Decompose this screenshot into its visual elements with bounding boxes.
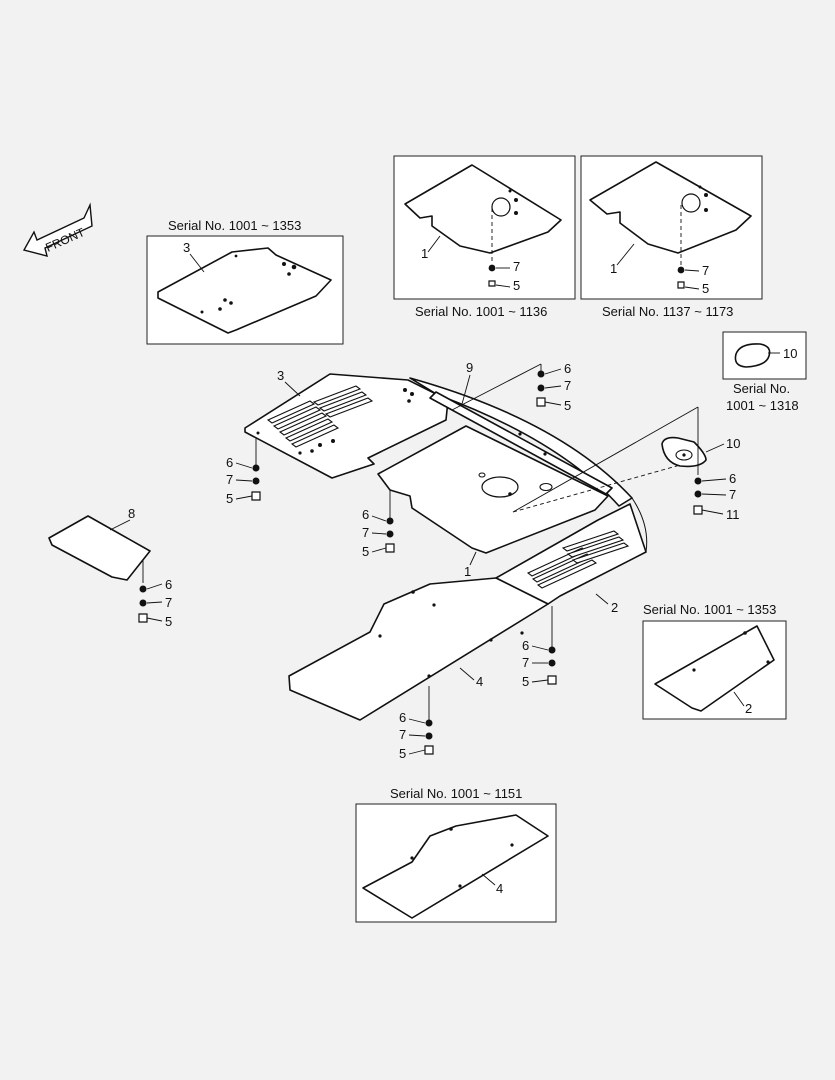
inset-1b-label-5: 5 <box>702 281 709 296</box>
inset-10-caption-1: Serial No. <box>733 381 790 396</box>
label-7-b: 7 <box>362 525 369 540</box>
inset-1b-plate <box>589 161 752 254</box>
label-6-e: 6 <box>165 577 172 592</box>
label-6-g: 6 <box>399 710 406 725</box>
inset-2-label: 2 <box>745 701 752 716</box>
label-5-g: 5 <box>399 746 406 761</box>
inset-1a-label-7: 7 <box>513 259 520 274</box>
label-5-c: 5 <box>564 398 571 413</box>
label-11: 11 <box>726 507 740 522</box>
label-6-f: 6 <box>522 638 529 653</box>
label-7-e: 7 <box>165 595 172 610</box>
label-7-f: 7 <box>522 655 529 670</box>
label-7-a: 7 <box>226 472 233 487</box>
label-7-c: 7 <box>564 378 571 393</box>
label-5-a: 5 <box>226 491 233 506</box>
inset-4-label: 4 <box>496 881 503 896</box>
part-3-louvers <box>266 385 374 448</box>
front-arrow: FRONT <box>22 202 93 257</box>
inset-part-1b: 1 7 5 Serial No. 1137 ~ 1173 <box>580 155 763 319</box>
part-2-louvers <box>526 530 630 589</box>
inset-2-caption: Serial No. 1001 ~ 1353 <box>643 602 776 617</box>
inset-part-4: Serial No. 1001 ~ 1151 4 <box>355 786 557 923</box>
inset-2-plate <box>654 625 775 712</box>
inset-4-caption: Serial No. 1001 ~ 1151 <box>390 786 522 801</box>
inset-1b-caption: Serial No. 1137 ~ 1173 <box>602 304 733 319</box>
inset-4-plate <box>362 814 549 919</box>
label-6-d: 6 <box>729 471 736 486</box>
inset-3-label: 3 <box>183 240 190 255</box>
inset-1b-label-1: 1 <box>610 261 617 276</box>
part-8-plate <box>48 515 151 581</box>
label-10-main: 10 <box>726 436 740 451</box>
part-9-strip <box>429 391 613 495</box>
label-5-e: 5 <box>165 614 172 629</box>
part-3-plate <box>244 373 449 479</box>
hardware-stacks <box>138 370 703 755</box>
label-1-main: 1 <box>464 564 471 579</box>
part-4-plate <box>288 577 549 721</box>
label-9: 9 <box>466 360 473 375</box>
label-2-main: 2 <box>611 600 618 615</box>
inset-1a-caption: Serial No. 1001 ~ 1136 <box>415 304 547 319</box>
inset-10-caption-2: 1001 ~ 1318 <box>726 398 799 413</box>
label-5-b: 5 <box>362 544 369 559</box>
part-8-label: 8 <box>128 506 135 521</box>
label-3-main: 3 <box>277 368 284 383</box>
main-assembly <box>244 363 707 721</box>
inset-10-plate <box>734 343 771 368</box>
inset-1a-label-5: 5 <box>513 278 520 293</box>
inset-part-10: 10 Serial No. 1001 ~ 1318 <box>722 331 807 413</box>
inset-1b-label-7: 7 <box>702 263 709 278</box>
label-6-b: 6 <box>362 507 369 522</box>
label-6-a: 6 <box>226 455 233 470</box>
label-5-f: 5 <box>522 674 529 689</box>
inset-part-3: Serial No. 1001 ~ 1353 3 <box>146 218 344 345</box>
inset-10-label: 10 <box>783 346 797 361</box>
label-6-c: 6 <box>564 361 571 376</box>
main-labels: 3 9 1 2 4 10 6 7 5 6 7 5 6 7 5 6 <box>146 360 740 761</box>
label-4-main: 4 <box>476 674 483 689</box>
label-7-d: 7 <box>729 487 736 502</box>
inset-part-1a: 1 7 5 Serial No. 1001 ~ 1136 <box>393 155 576 319</box>
inset-3-caption: Serial No. 1001 ~ 1353 <box>168 218 301 233</box>
part-8-group: 8 <box>48 506 151 583</box>
inset-part-2: Serial No. 1001 ~ 1353 2 <box>642 602 787 720</box>
inset-1a-label-1: 1 <box>421 246 428 261</box>
label-7-g: 7 <box>399 727 406 742</box>
inset-1a-plate <box>404 164 562 254</box>
